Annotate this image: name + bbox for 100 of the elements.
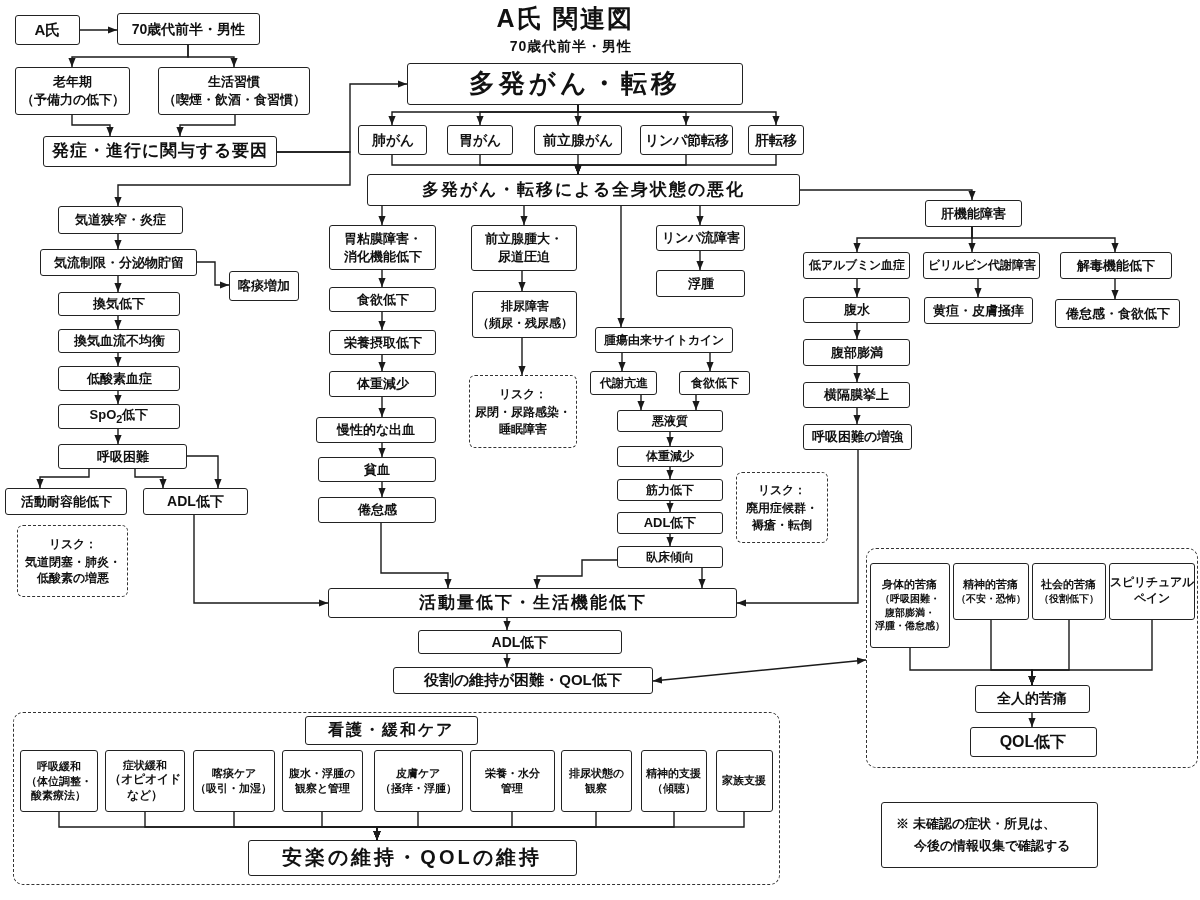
arrow	[378, 205, 386, 226]
node-label: 解毒機能低下	[1077, 256, 1155, 275]
process-box	[329, 330, 436, 355]
node-label: 肺がん	[371, 130, 414, 150]
node-label: 呼吸困難	[96, 447, 149, 466]
node-label: 腹部膨満	[830, 343, 883, 362]
risk-note-box	[17, 525, 128, 597]
node-label: 換気血流不均衡	[73, 332, 165, 350]
process-box	[5, 488, 127, 515]
arrow	[696, 205, 704, 226]
process-box	[617, 546, 723, 568]
node-label: リンパ流障害	[661, 229, 740, 247]
node-label: リンパ節転移	[644, 130, 729, 150]
node-label: 悪液質	[652, 412, 688, 430]
process-box	[418, 630, 622, 654]
node-label: 発症・進行に関与する要因	[52, 140, 268, 163]
node-detail: （吸引・加湿）	[195, 780, 272, 795]
process-box	[1108, 562, 1195, 620]
process-box	[471, 225, 577, 271]
node-label: 前立腺がん	[543, 130, 613, 150]
node-label: 70歳代前半・男性	[131, 19, 246, 39]
process-box	[318, 497, 436, 523]
process-box	[58, 206, 183, 234]
process-box	[358, 125, 427, 155]
arrow	[176, 114, 236, 137]
arrow	[1028, 619, 1153, 686]
arrow	[853, 365, 861, 383]
process-box	[329, 287, 436, 312]
node-label: 食欲低下	[356, 290, 409, 309]
process-box	[469, 749, 555, 812]
process-box	[40, 249, 197, 276]
process-box	[447, 125, 513, 155]
process-box	[617, 512, 723, 534]
node-label: 多発がん・転移による全身状態の悪化	[422, 178, 745, 201]
arrow	[114, 275, 122, 293]
node-detail: （予備力の低下）	[20, 91, 125, 109]
node-label: 腫瘍由来サイトカイン	[604, 331, 724, 349]
node-detail: （頻尿・残尿感）	[476, 314, 573, 331]
process-box	[1031, 562, 1106, 620]
node-label: 看護・緩和ケア	[328, 720, 454, 741]
process-box	[472, 291, 577, 338]
process-box	[58, 404, 180, 429]
node-label: ADL低下	[643, 514, 697, 532]
node-heading: 社会的苦痛	[1041, 576, 1096, 592]
arrow	[974, 278, 982, 298]
arrow	[186, 455, 222, 489]
node-heading: リスク：	[758, 482, 806, 499]
node-heading: 排尿障害	[500, 298, 549, 315]
arrow	[698, 567, 706, 589]
process-box	[43, 136, 277, 167]
process-box	[393, 667, 653, 694]
arrow	[114, 390, 122, 405]
node-heading: 症状緩和	[122, 757, 167, 773]
arrow	[378, 269, 386, 288]
arrow	[853, 278, 861, 298]
note-line: ※ 未確認の症状・所見は、	[896, 815, 1056, 833]
node-label: 体重減少	[646, 448, 694, 465]
node-label: 肝機能障害	[941, 204, 1006, 223]
process-box	[534, 125, 622, 155]
node-label: SpO$_{2}$低下	[89, 406, 149, 427]
arrow	[71, 114, 114, 137]
process-box	[715, 749, 773, 812]
process-box	[58, 329, 180, 353]
node-label: 倦怠感・食欲低下	[1065, 304, 1170, 323]
process-box	[192, 749, 275, 812]
note-box	[881, 802, 1098, 868]
process-box	[617, 410, 723, 432]
node-heading: 皮膚ケア	[396, 766, 440, 781]
node-label: 家族支援	[722, 773, 766, 788]
arrow	[617, 205, 625, 328]
arrow	[378, 396, 386, 418]
subtitle: 70歳代前半・男性	[508, 38, 634, 55]
dashed-panel	[13, 712, 780, 885]
node-detail: 気道閉塞・肺炎・低酸素の増悪	[23, 553, 122, 587]
arrow	[706, 352, 714, 372]
arrow	[36, 468, 90, 489]
process-box	[281, 749, 363, 812]
arrow	[378, 481, 386, 498]
node-detail: 尿閉・尿路感染・睡眠障害	[474, 404, 572, 437]
arrow	[666, 431, 674, 447]
arrow	[637, 394, 645, 411]
node-label: 活動耐容能低下	[20, 492, 112, 511]
node-label: 栄養・水分管理	[483, 765, 541, 796]
arrow	[378, 311, 386, 331]
node-label: 気流制限・分泌物貯留	[53, 253, 184, 272]
arrow	[971, 226, 1119, 253]
process-box	[247, 839, 577, 876]
process-box	[1055, 299, 1180, 328]
node-heading: 老年期	[53, 73, 92, 91]
node-label: 多発がん・転移	[469, 67, 681, 101]
diagram-title: A氏 関連図	[495, 3, 635, 33]
node-label: 役割の維持が困難・QOL低下	[424, 670, 622, 691]
arrow	[518, 337, 526, 376]
arrow	[736, 449, 859, 607]
arrow	[666, 500, 674, 513]
node-label: 排尿状態の観察	[567, 765, 625, 796]
process-box	[316, 417, 436, 443]
node-label: 腹水	[843, 301, 870, 319]
process-box	[304, 715, 478, 745]
node-label: 倦怠感	[357, 501, 397, 519]
